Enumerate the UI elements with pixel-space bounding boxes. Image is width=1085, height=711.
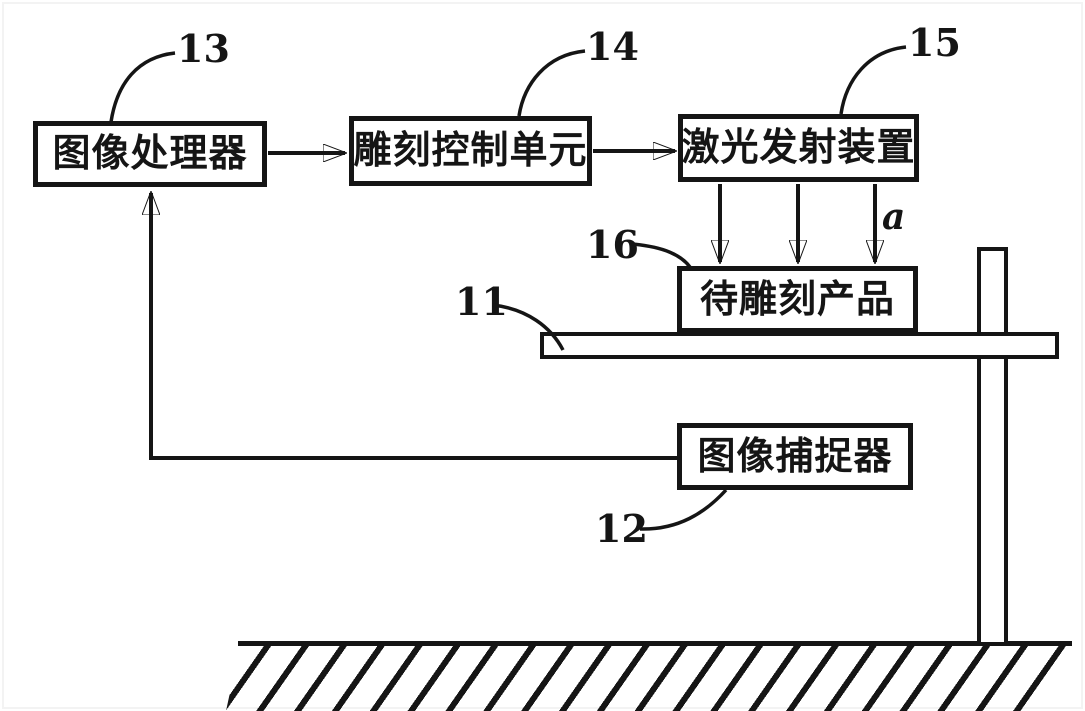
- product-label: 待雕刻产品: [699, 278, 895, 321]
- ref-13-label: 13: [177, 26, 230, 71]
- product-box: 待雕刻产品: [677, 266, 918, 333]
- ref-16-label: 16: [586, 222, 639, 267]
- leader-ref-12: [639, 488, 728, 531]
- ground-line: [238, 641, 1072, 646]
- ref-12-label: 12: [595, 506, 648, 551]
- image-processor-label: 图像处理器: [52, 133, 248, 175]
- leader-ref-14: [517, 49, 586, 117]
- engrave-control-label: 雕刻控制单元: [353, 130, 588, 172]
- leader-ref-16: [631, 242, 692, 269]
- ground-hatching: [226, 646, 1072, 711]
- ref-11-label: 11: [455, 279, 508, 324]
- leader-ref-13: [109, 51, 176, 123]
- engrave-control-box: 雕刻控制单元: [349, 116, 592, 186]
- image-processor-box: 图像处理器: [33, 121, 267, 187]
- laser-emitter-box: 激光发射装置: [678, 114, 919, 182]
- laser-emitter-label: 激光发射装置: [681, 127, 916, 169]
- leader-ref-15: [839, 45, 907, 115]
- image-capturer-label: 图像捕捉器: [697, 435, 893, 478]
- image-capturer-box: 图像捕捉器: [677, 423, 913, 490]
- worktable-platform: [540, 332, 1059, 359]
- ref-14-label: 14: [586, 24, 639, 69]
- beam-angle-label: a: [882, 196, 906, 238]
- ref-15-label: 15: [908, 20, 961, 65]
- support-column: [977, 247, 1008, 646]
